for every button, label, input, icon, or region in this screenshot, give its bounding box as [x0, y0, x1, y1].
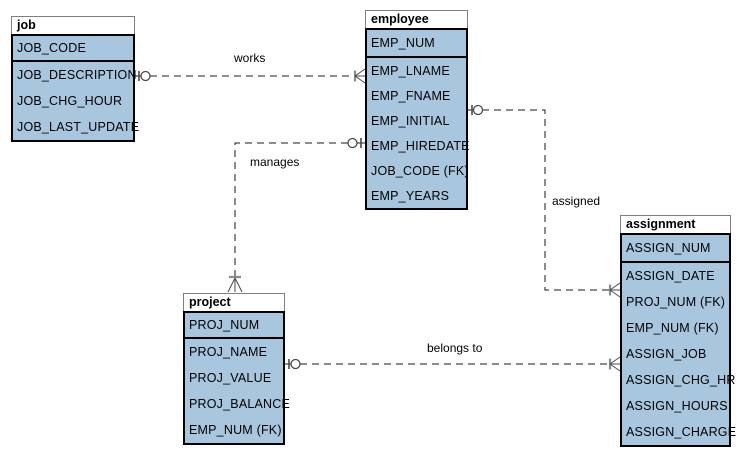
attribute-proj-value[interactable]: PROJ_VALUE	[189, 371, 272, 385]
attribute-job-code-fk[interactable]: JOB_CODE (FK)	[371, 163, 469, 178]
attribute-emp-num[interactable]: EMP_NUM	[367, 30, 466, 58]
relationship-assigned-line[interactable]	[468, 104, 621, 298]
attribute-job-last-update[interactable]: JOB_LAST_UPDATE	[17, 120, 140, 134]
attribute-emp-initial[interactable]: EMP_INITIAL	[371, 113, 450, 128]
entity-project-title[interactable]: project	[183, 293, 285, 311]
relationship-assigned-label[interactable]: assigned	[552, 194, 601, 208]
entity-employee-title[interactable]: employee	[365, 10, 468, 28]
entity-assignment[interactable]: assignment ASSIGN_NUM ASSIGN_DATE PROJ_N…	[620, 215, 737, 447]
entity-assignment-body: ASSIGN_NUM ASSIGN_DATE PROJ_NUM (FK) EMP…	[620, 233, 737, 447]
entity-assignment-title[interactable]: assignment	[620, 215, 731, 233]
attribute-job-code[interactable]: JOB_CODE	[13, 36, 133, 62]
attribute-assign-date[interactable]: ASSIGN_DATE	[626, 269, 715, 283]
attribute-assign-hours[interactable]: ASSIGN_HOURS	[626, 399, 728, 413]
attribute-emp-years[interactable]: EMP_YEARS	[371, 188, 450, 203]
relationship-works-label[interactable]: works	[234, 51, 266, 65]
entity-job[interactable]: job JOB_CODE JOB_DESCRIPTION JOB_CHG_HOU…	[11, 16, 140, 142]
attribute-proj-balance[interactable]: PROJ_BALANCE	[189, 397, 291, 411]
relationship-works-line[interactable]	[135, 68, 366, 84]
attribute-assign-charge[interactable]: ASSIGN_CHARGE	[626, 425, 737, 439]
entity-project-body: PROJ_NUM PROJ_NAME PROJ_VALUE PROJ_BALAN…	[183, 311, 291, 445]
attribute-emp-num-fk[interactable]: EMP_NUM (FK)	[626, 321, 719, 335]
attribute-emp-lname[interactable]: EMP_LNAME	[371, 63, 450, 78]
relationship-belongs-to-label[interactable]: belongs to	[427, 341, 483, 355]
attribute-assign-num[interactable]: ASSIGN_NUM	[622, 235, 729, 263]
attribute-emp-hiredate[interactable]: EMP_HIREDATE	[371, 138, 470, 153]
attribute-job-chg-hour[interactable]: JOB_CHG_HOUR	[17, 94, 123, 108]
attribute-emp-fname[interactable]: EMP_FNAME	[371, 88, 451, 103]
entity-job-title[interactable]: job	[11, 16, 135, 34]
attribute-job-description[interactable]: JOB_DESCRIPTION	[17, 68, 137, 82]
entity-employee[interactable]: employee EMP_NUM EMP_LNAME EMP_FNAME EMP…	[365, 10, 470, 210]
relationship-manages-line[interactable]	[227, 137, 365, 293]
attribute-proj-num[interactable]: PROJ_NUM	[185, 313, 283, 339]
attribute-proj-num-fk[interactable]: PROJ_NUM (FK)	[626, 295, 726, 309]
entity-job-body: JOB_CODE JOB_DESCRIPTION JOB_CHG_HOUR JO…	[11, 34, 140, 142]
attribute-proj-name[interactable]: PROJ_NAME	[189, 345, 268, 359]
attribute-emp-num-fk[interactable]: EMP_NUM (FK)	[189, 423, 282, 437]
attribute-assign-chg-hr[interactable]: ASSIGN_CHG_HR	[626, 373, 736, 387]
attribute-assign-job[interactable]: ASSIGN_JOB	[626, 347, 707, 361]
entity-project[interactable]: project PROJ_NUM PROJ_NAME PROJ_VALUE PR…	[183, 293, 291, 445]
entity-employee-body: EMP_NUM EMP_LNAME EMP_FNAME EMP_INITIAL …	[365, 28, 470, 210]
relationship-manages-label[interactable]: manages	[250, 155, 300, 169]
relationship-belongs-to-line[interactable]	[285, 356, 621, 372]
